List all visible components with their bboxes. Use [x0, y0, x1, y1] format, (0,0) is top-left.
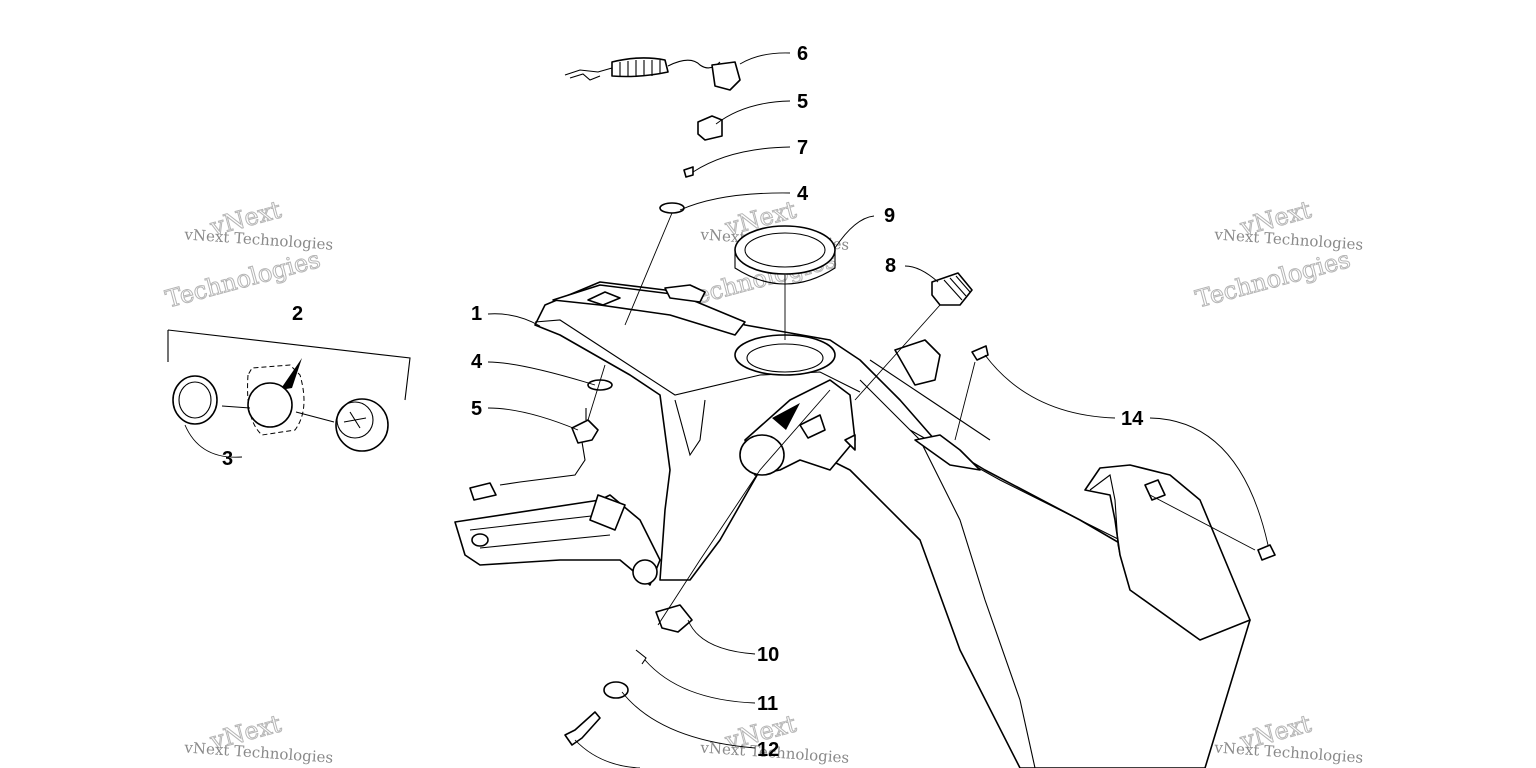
- bolt-part: [564, 711, 601, 746]
- washer-part: [659, 202, 685, 214]
- tether-cord-part: [564, 57, 741, 91]
- callout-4-top: 4: [797, 183, 809, 205]
- console-body: [454, 281, 1251, 768]
- watermark-small-text: vNext Technologies: [1213, 738, 1364, 766]
- callout-14: 14: [1121, 408, 1144, 430]
- callout-6: 6: [797, 43, 808, 65]
- clip-part: [655, 604, 693, 633]
- callout-9: 9: [884, 205, 895, 227]
- callout-2: 2: [292, 303, 303, 325]
- pointer-arrow-center: [772, 403, 800, 430]
- leader-lines: [184, 52, 1269, 768]
- cap-part: [697, 115, 723, 141]
- callout-5-mid: 5: [471, 398, 482, 420]
- callout-4-mid: 4: [471, 351, 483, 373]
- callout-10: 10: [757, 644, 779, 666]
- callout-1: 1: [471, 303, 482, 325]
- watermark-bottom-left: vNext vNext Technologies: [183, 709, 334, 767]
- watermark-big-bottom: Technologies: [1193, 245, 1354, 313]
- callout-5-top: 5: [797, 91, 808, 113]
- callout-8: 8: [885, 255, 896, 277]
- lock-assembly-part: [167, 329, 411, 452]
- watermark-bottom-right: vNext vNext Technologies: [1213, 709, 1364, 767]
- switch-wire-part: [469, 408, 599, 501]
- callout-12: 12: [757, 739, 779, 761]
- callout-labels: 6 5 7 4 9 8 1 2 4 5 3 14 10 11 12: [222, 43, 1144, 761]
- screw-14-right: [1257, 544, 1276, 561]
- knob-part: [931, 272, 973, 306]
- clip-small-part: [635, 649, 647, 665]
- screw-14-top: [971, 345, 989, 361]
- watermark-top-left: vNext vNext Technologies Technologies: [162, 195, 334, 314]
- ring-part: [734, 225, 836, 285]
- watermark-top-right: vNext vNext Technologies Technologies: [1192, 195, 1364, 314]
- washer-bottom-part: [603, 681, 629, 699]
- screw-part: [683, 166, 694, 178]
- pointer-arrow-left: [280, 358, 302, 390]
- watermark-small-text: vNext Technologies: [183, 738, 334, 766]
- callout-3: 3: [222, 448, 233, 470]
- callout-11: 11: [757, 693, 778, 715]
- callout-7: 7: [797, 137, 808, 159]
